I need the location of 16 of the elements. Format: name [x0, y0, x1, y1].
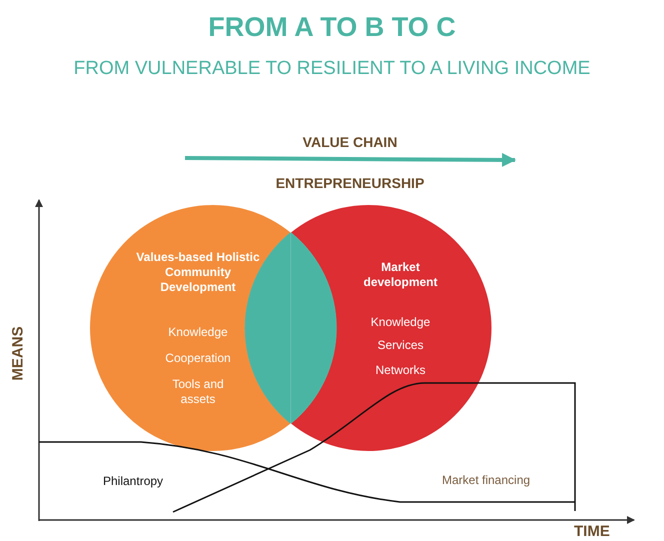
circle-heading: Market development: [362, 260, 438, 290]
circle-heading: Values-based Holistic Community Development: [135, 250, 261, 295]
circle-item: Knowledge: [370, 315, 432, 330]
curve-label: Market financing: [442, 473, 530, 487]
axis-heading: VALUE CHAIN: [302, 134, 398, 150]
subtitle: FROM VULNERABLE TO RESILIENT TO A LIVING INCOME: [72, 58, 592, 80]
circle-item: Tools and assets: [171, 377, 225, 407]
axis-label: TIME: [574, 523, 610, 540]
circle-item: Services: [376, 338, 424, 353]
circle-item: Networks: [374, 363, 426, 378]
axis-heading: ENTREPRENEURSHIP: [274, 175, 426, 191]
axis-label: MEANS: [10, 325, 26, 383]
curve-label: Philantropy: [103, 474, 164, 488]
circle-item: Cooperation: [164, 351, 232, 366]
title: FROM A TO B TO C: [207, 12, 457, 43]
circle-item: Knowledge: [167, 325, 229, 340]
